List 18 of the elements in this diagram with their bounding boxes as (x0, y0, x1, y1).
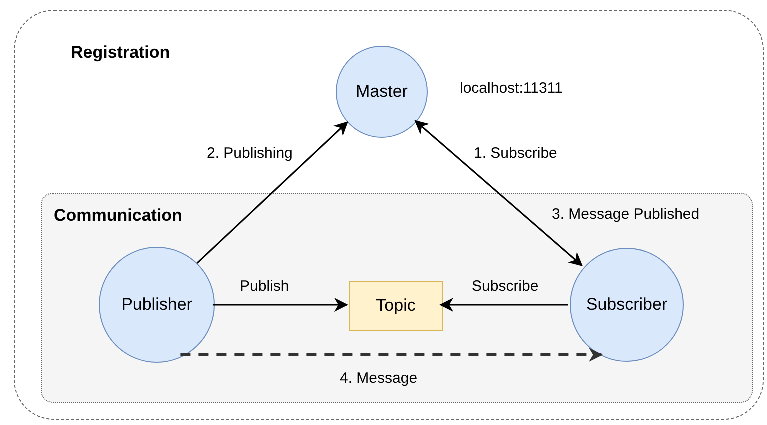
arrow (414, 120, 584, 267)
region-title: Communication (54, 206, 182, 226)
arrow (180, 348, 604, 362)
communication-region (41, 193, 753, 403)
arrow (212, 298, 348, 312)
arrow (196, 122, 348, 264)
topic-box (349, 281, 443, 331)
edge-label: 4. Message (338, 370, 420, 387)
arrow (440, 298, 568, 312)
address-label: localhost:11311 (459, 80, 564, 97)
node-label: Topic (376, 296, 416, 316)
edge-label: 2. Publishing (205, 145, 295, 162)
registration-region (14, 10, 764, 420)
node-label: Master (356, 82, 408, 102)
node-label: Subscriber (586, 295, 668, 315)
step-note: 3. Message Published (550, 206, 702, 223)
node-label: Publisher (122, 295, 192, 315)
region-title: Registration (71, 43, 170, 63)
